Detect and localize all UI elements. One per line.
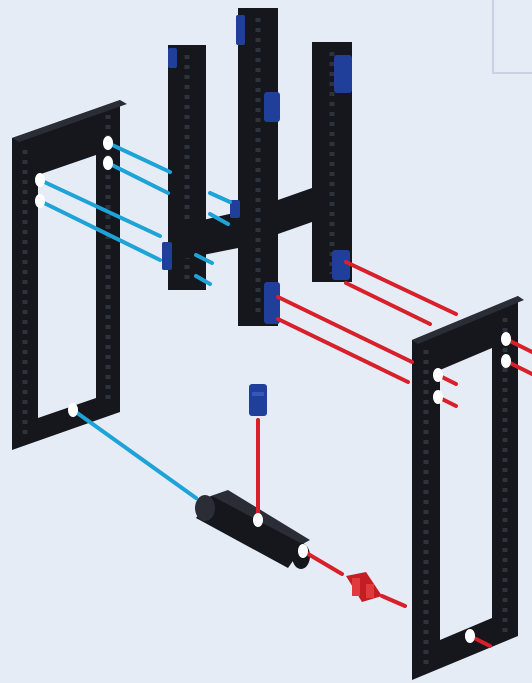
panel-corner-outline [492,0,532,74]
connection-points [35,136,511,643]
axle-connector [195,490,310,569]
right-frame [412,296,524,680]
red-pin [346,572,382,602]
guide-lines-red [256,260,532,648]
left-frame [12,100,127,450]
blue-pin [249,384,267,416]
guide-lines-blue [38,141,232,500]
center-h-assembly [162,8,352,326]
center-blue-pins [162,15,352,324]
